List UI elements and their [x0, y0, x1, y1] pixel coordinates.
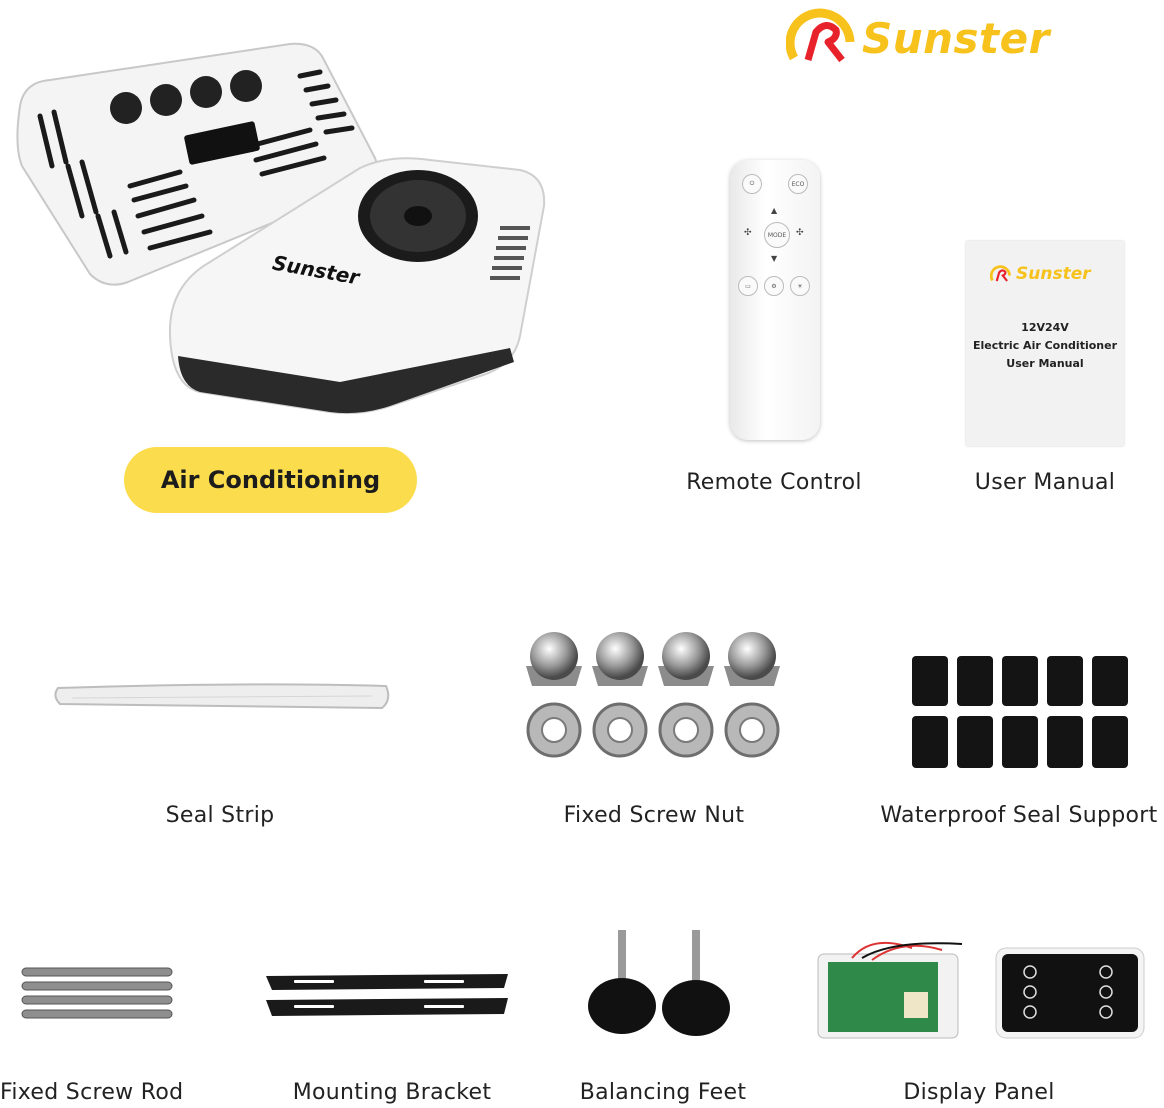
mounting-bracket-label: Mounting Bracket: [292, 1080, 492, 1105]
brand-name: Sunster: [862, 14, 1050, 63]
fixed-screw-nut-image: [520, 626, 782, 762]
display-panel-label: Display Panel: [903, 1080, 1055, 1105]
air-conditioning-label: Air Conditioning: [124, 447, 417, 513]
fan-icon: ✣: [744, 228, 752, 238]
air-conditioner-image: Sunster: [10, 36, 555, 421]
battery-icon: ▭: [738, 276, 758, 296]
user-manual-image: Sunster 12V24V Electric Air Conditioner …: [966, 241, 1124, 446]
manual-cover-line-2: Electric Air Conditioner: [972, 339, 1117, 352]
manual-cover-brand: Sunster: [1016, 264, 1091, 284]
mounting-bracket-image: [264, 970, 510, 1022]
fixed-screw-rod-image: [20, 966, 174, 1020]
remote-control-image: ⏻ ECO MODE ▲ ▼ ✣ ✣ ▭ ⚙ ☀: [730, 160, 820, 440]
fixed-screw-rod-label: Fixed Screw Rod: [0, 1080, 184, 1105]
remote-control-label: Remote Control: [686, 470, 862, 495]
down-arrow-icon: ▼: [771, 254, 778, 263]
settings-icon: ⚙: [764, 276, 784, 296]
eco-button-icon: ECO: [788, 174, 808, 194]
balancing-feet-image: [586, 928, 742, 1038]
balancing-feet-label: Balancing Feet: [579, 1080, 747, 1105]
up-arrow-icon: ▲: [771, 206, 778, 215]
power-icon: ⏻: [742, 174, 762, 194]
fan-speed-icon: ✣: [796, 228, 804, 238]
light-icon: ☀: [790, 276, 810, 296]
brand-logo: Sunster: [786, 2, 1086, 72]
sunster-logo-icon: [786, 8, 855, 63]
sunster-logo-icon: [990, 265, 1011, 282]
seal-strip-label: Seal Strip: [165, 803, 275, 828]
seal-strip-image: [52, 680, 392, 714]
display-panel-image: [812, 938, 1148, 1042]
user-manual-label: User Manual: [974, 470, 1116, 495]
manual-cover-line-1: 12V24V: [1021, 321, 1069, 334]
waterproof-seal-support-label: Waterproof Seal Support: [880, 803, 1158, 828]
mode-button-icon: MODE: [764, 222, 790, 248]
fixed-screw-nut-label: Fixed Screw Nut: [563, 803, 745, 828]
waterproof-seal-support-image: [912, 654, 1132, 770]
manual-cover-line-3: User Manual: [1006, 357, 1084, 370]
